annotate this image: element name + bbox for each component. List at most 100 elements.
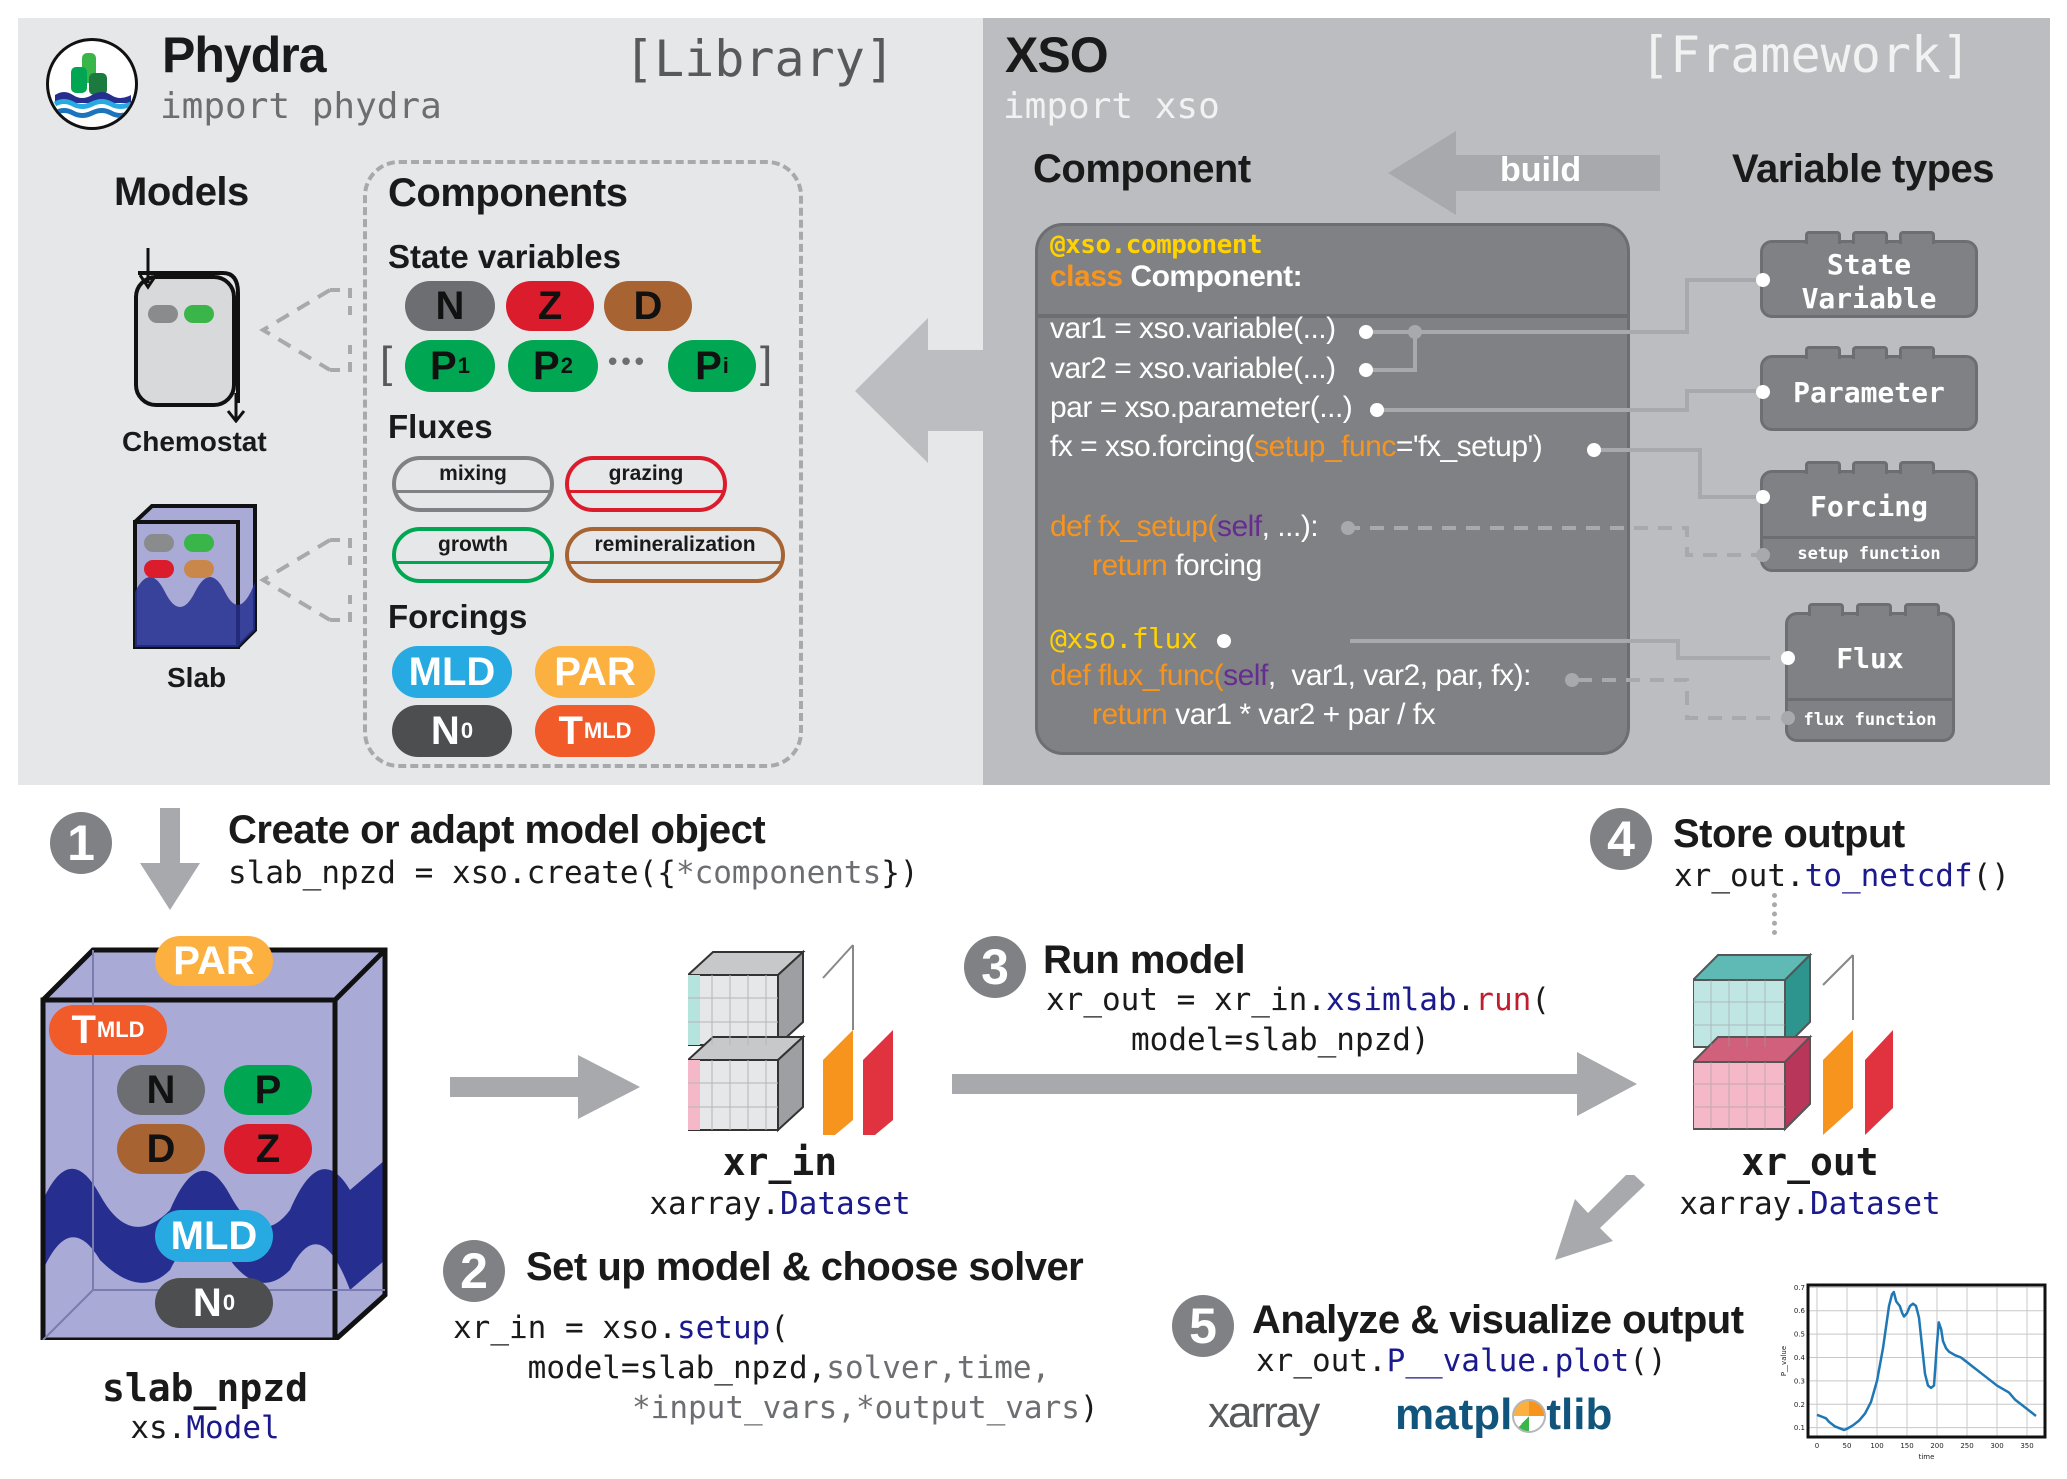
model-pill-MLD[interactable]: MLD <box>155 1210 273 1262</box>
flux-grazing[interactable]: grazing <box>565 456 727 512</box>
components-box <box>363 160 803 768</box>
phydra-logo-icon <box>46 38 138 130</box>
vtype-forcing[interactable]: Forcing setup function <box>1760 461 1978 572</box>
code-part: xr_in = xso. <box>453 1310 677 1346</box>
vtype-sub-label: setup function <box>1763 536 1975 569</box>
step-1-badge: 1 <box>50 812 112 874</box>
component-heading: Component <box>1033 147 1251 191</box>
code-part: P__value.plot <box>1386 1343 1630 1379</box>
fx-port[interactable] <box>1587 443 1601 457</box>
flux-port[interactable] <box>1781 651 1795 665</box>
forcing-PAR[interactable]: PAR <box>535 646 655 698</box>
block-nub <box>1852 346 1888 359</box>
bracket-close: ] <box>760 338 773 387</box>
model-object-name: slab_npzd <box>102 1366 308 1410</box>
code-fx-setup-name: fx_setup( <box>1090 510 1217 543</box>
code-flux-def: def flux_func(self, var1, var2, par, fx)… <box>1050 659 1531 693</box>
xr-in-type: xarray.Dataset <box>620 1186 940 1222</box>
code-return-forcing: return forcing <box>1092 549 1262 583</box>
pill-base: T <box>558 708 583 753</box>
code-args: , ...): <box>1261 510 1319 543</box>
x-tick-label: 200 <box>1930 1442 1943 1450</box>
step-2-code-line-2: model=slab_npzd,solver,time, <box>453 1350 1051 1386</box>
model-pill-N[interactable]: N <box>117 1065 205 1115</box>
step-4-badge: 4 <box>1590 808 1652 870</box>
forcings-heading: Forcings <box>388 598 528 635</box>
bracket-open: [ <box>380 338 393 387</box>
state-var-D[interactable]: D <box>604 281 692 331</box>
vtype-flux[interactable]: Flux flux function <box>1785 603 1955 742</box>
flux-divider <box>396 561 550 564</box>
y-tick-label: 0.6 <box>1794 1307 1806 1315</box>
model-pill-D[interactable]: D <box>117 1124 205 1174</box>
forcing-MLD[interactable]: MLD <box>392 646 512 698</box>
code-def-kw: def <box>1050 659 1091 692</box>
code-part: xr_out = xr_in. <box>1046 982 1326 1018</box>
parameter-port[interactable] <box>1756 385 1770 399</box>
code-def-kw: def <box>1050 510 1091 543</box>
model-pill-PAR[interactable]: PAR <box>155 936 273 986</box>
slab-icon[interactable] <box>130 502 260 652</box>
store-output-dotted-link <box>1772 893 1777 935</box>
flux-label: remineralization <box>594 533 756 556</box>
code-return-value: forcing <box>1167 549 1262 582</box>
vtype-parameter[interactable]: Parameter <box>1760 346 1978 431</box>
flux-decorator-port[interactable] <box>1217 634 1231 648</box>
code-part: ( <box>770 1310 789 1346</box>
forcing-port[interactable] <box>1756 490 1770 504</box>
pill-sub: 0 <box>460 718 474 743</box>
variable-types-heading: Variable types <box>1732 147 1995 191</box>
x-tick-label: 250 <box>1960 1442 1973 1450</box>
step-5-code: xr_out.P__value.plot() <box>1256 1343 1667 1379</box>
step-3-code-line-1: xr_out = xr_in.xsimlab.run( <box>1046 982 1550 1018</box>
flux-growth[interactable]: growth <box>392 527 554 583</box>
state-variable-port[interactable] <box>1756 273 1770 287</box>
var1-port[interactable] <box>1359 325 1373 339</box>
x-tick-label: 150 <box>1900 1442 1913 1450</box>
step-2-code-line-3: *input_vars,*output_vars) <box>632 1390 1099 1426</box>
flux-remineralization[interactable]: remineralization <box>565 527 785 583</box>
code-fx-prefix: fx = xso.forcing( <box>1050 430 1255 463</box>
state-var-N[interactable]: N <box>405 281 495 331</box>
chemostat-icon[interactable] <box>128 243 248 424</box>
framework-import: import xso <box>1003 86 1220 127</box>
fluxes-heading: Fluxes <box>388 408 493 445</box>
block-nub <box>1805 346 1841 359</box>
library-tag: [Library] <box>624 30 895 88</box>
code-box-divider <box>1038 314 1627 318</box>
state-var-Z[interactable]: Z <box>506 281 594 331</box>
code-fx-setup-def: def fx_setup(self, ...): <box>1050 510 1319 544</box>
block-nub <box>1904 603 1940 616</box>
vtype-state-variable[interactable]: State Variable <box>1760 231 1978 318</box>
code-class-kw: class <box>1050 260 1123 293</box>
vtype-sub-label: flux function <box>1788 698 1952 739</box>
pill-sub: MLD <box>96 1017 145 1042</box>
var2-port[interactable] <box>1359 363 1373 377</box>
vtype-label: State Variable <box>1801 248 1937 315</box>
flux-function-port[interactable] <box>1781 711 1795 725</box>
flux-func-port[interactable] <box>1565 673 1579 687</box>
code-return-kw: return <box>1092 549 1168 582</box>
par-port[interactable] <box>1370 403 1384 417</box>
x-tick-label: 0 <box>1815 1442 1819 1450</box>
logo-part: tlib <box>1546 1390 1613 1439</box>
model-pill-Z[interactable]: Z <box>224 1124 312 1174</box>
forcing-setup-port[interactable] <box>1756 548 1770 562</box>
code-part: }) <box>881 855 919 891</box>
model-pill-P[interactable]: P <box>224 1065 312 1115</box>
x-tick-label: 50 <box>1843 1442 1852 1450</box>
library-import: import phydra <box>160 86 442 127</box>
x-tick-label: 300 <box>1990 1442 2003 1450</box>
code-to-type-connectors <box>1350 278 1770 720</box>
code-part: slab_npzd = xso.create({ <box>228 855 676 891</box>
fx-setup-port[interactable] <box>1341 521 1355 535</box>
flux-mixing[interactable]: mixing <box>392 456 554 512</box>
